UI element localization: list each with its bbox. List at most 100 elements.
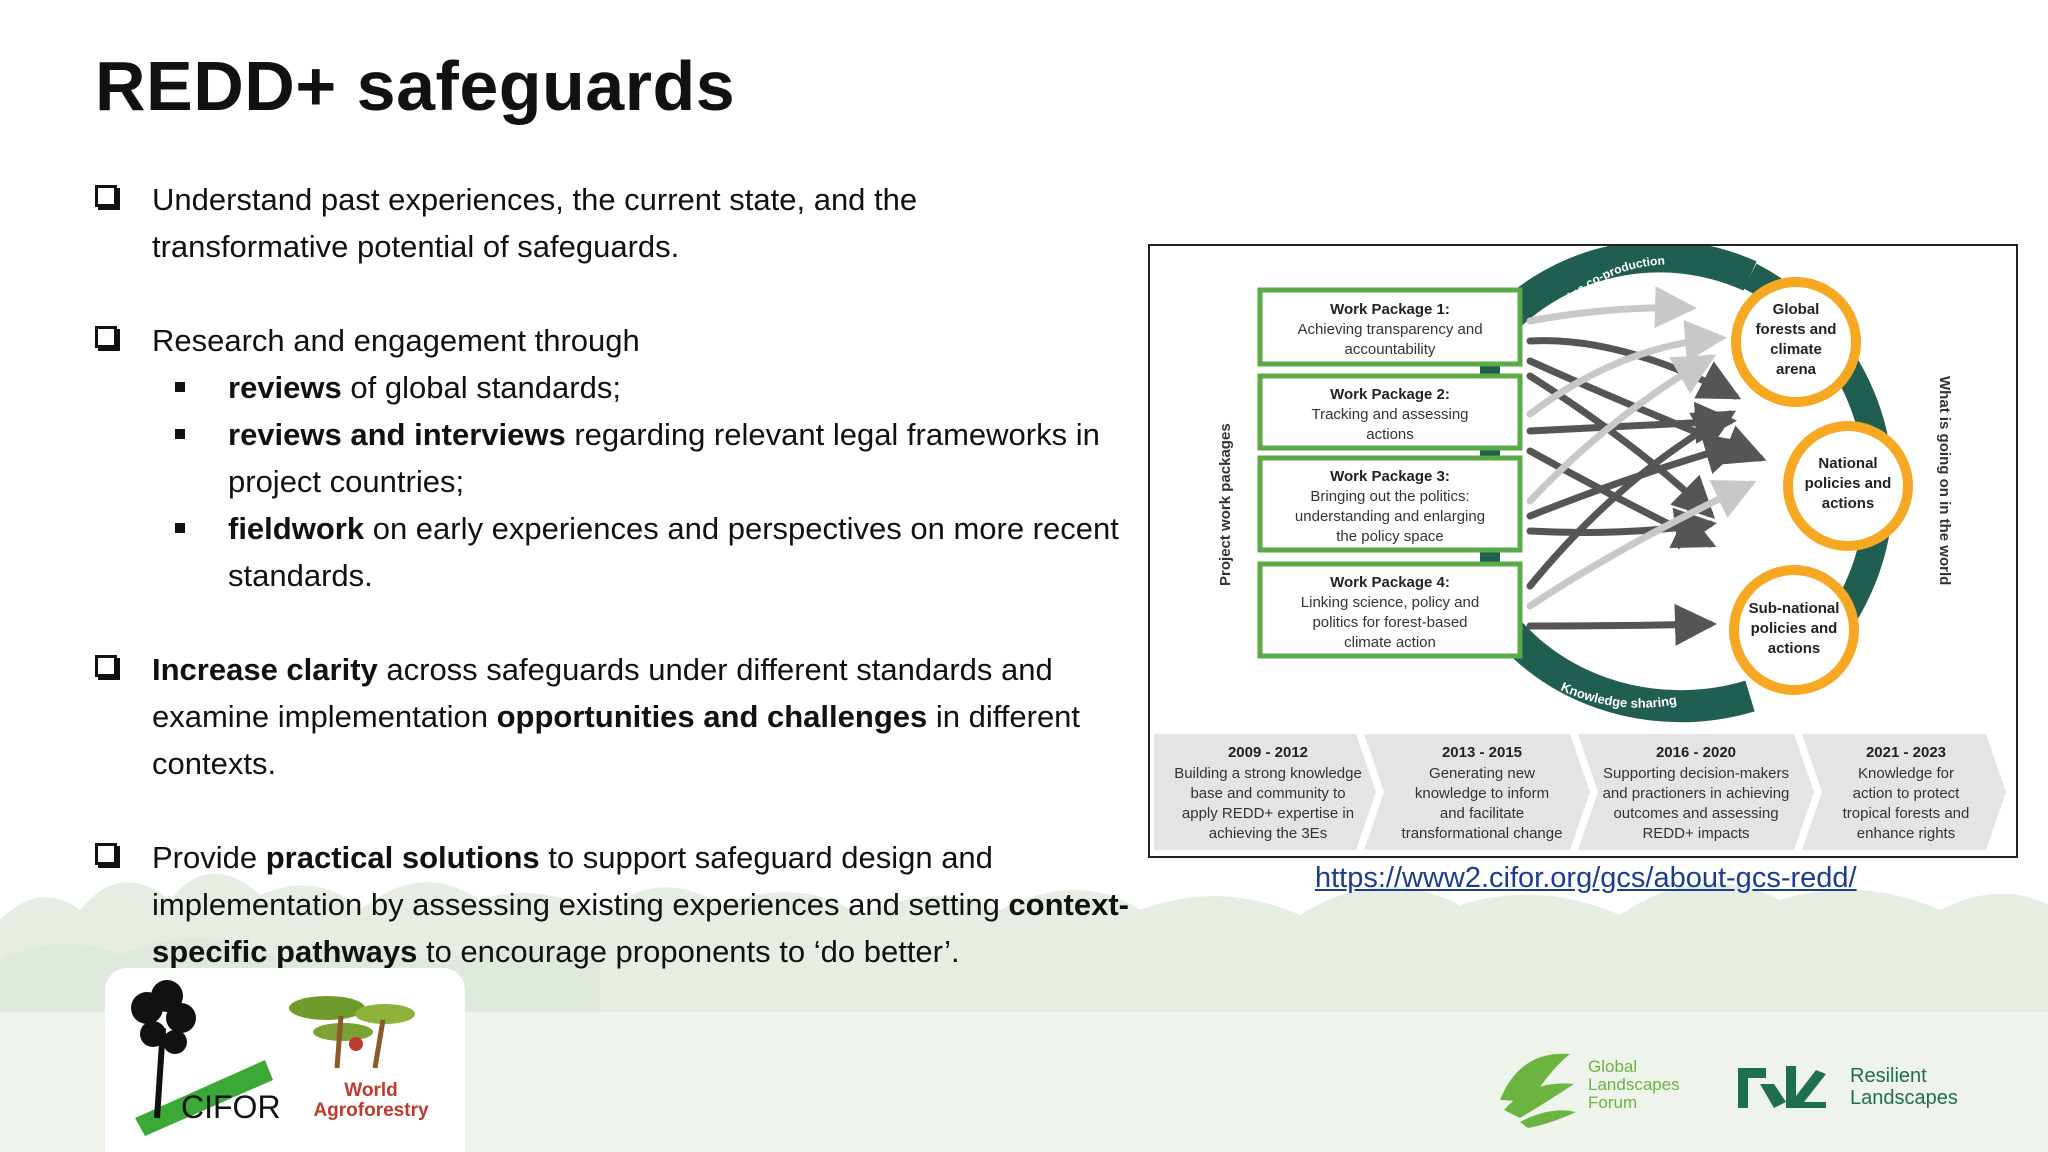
sub-bullet-reviews: reviews of global standards; xyxy=(95,364,1135,411)
timeline-line: REDD+ impacts xyxy=(1642,825,1749,842)
target-subnational: Sub-national policies and actions xyxy=(1729,565,1859,695)
sub-bullet-interviews: reviews and interviews regarding relevan… xyxy=(95,411,1135,505)
bullet-text: to support safeguard design and xyxy=(539,840,993,875)
bullet-clarity: Increase clarity across safeguards under… xyxy=(95,646,1135,787)
flow-arrows xyxy=(1526,286,1767,646)
target-line: arena xyxy=(1776,361,1817,378)
target-line: National xyxy=(1818,455,1877,472)
timeline: 2009 - 2012 Building a strong knowledge … xyxy=(1154,734,2006,850)
work-package-4: Work Package 4: Linking science, policy … xyxy=(1257,561,1523,659)
target-line: climate xyxy=(1770,341,1822,358)
wp-line: accountability xyxy=(1345,341,1436,358)
wa-line1: World xyxy=(344,1080,397,1101)
timeline-years: 2016 - 2020 xyxy=(1656,744,1736,761)
right-side-label: What is going on in the world xyxy=(1936,376,1953,585)
timeline-line: transformational change xyxy=(1402,825,1563,842)
wp-line: the policy space xyxy=(1336,528,1444,545)
wp-line: understanding and enlarging xyxy=(1295,508,1485,525)
wp-line: Bringing out the politics: xyxy=(1310,488,1469,505)
target-line: forests and xyxy=(1756,321,1837,338)
timeline-line: achieving the 3Es xyxy=(1209,825,1327,842)
wp-title: Work Package 4: xyxy=(1330,574,1450,591)
sub-bullet-fieldwork: fieldwork on early experiences and persp… xyxy=(95,505,1135,599)
rl-line1: Resilient xyxy=(1850,1065,1927,1087)
bullet-text: across safeguards under different standa… xyxy=(377,652,1053,687)
sub-text: standards. xyxy=(228,558,373,593)
work-package-2: Work Package 2: Tracking and assessing a… xyxy=(1257,373,1523,451)
bold-text: fieldwork xyxy=(228,511,365,546)
checkbox-bullet-icon xyxy=(95,843,117,865)
timeline-line: base and community to xyxy=(1190,785,1345,802)
bold-text: reviews xyxy=(228,370,342,405)
timeline-line: apply REDD+ expertise in xyxy=(1182,805,1354,822)
bullet-line: transformative potential of safeguards. xyxy=(152,229,680,264)
wa-line2: Agroforestry xyxy=(313,1100,429,1121)
timeline-line: knowledge to inform xyxy=(1415,785,1549,802)
timeline-line: Knowledge for xyxy=(1858,765,1954,782)
target-line: policies and xyxy=(1805,475,1892,492)
target-global: Global forests and climate arena xyxy=(1731,277,1861,407)
bullet-text: implementation by assessing existing exp… xyxy=(152,887,1009,922)
world-agroforestry-logo: World Agroforestry xyxy=(289,996,429,1121)
slide-title: REDD+ safeguards xyxy=(95,47,736,125)
bullet-solutions: Provide practical solutions to support s… xyxy=(95,834,1135,975)
footer-logos: Global Landscapes Forum Resilient Landsc… xyxy=(1490,1040,2010,1130)
work-package-3: Work Package 3: Bringing out the politic… xyxy=(1257,455,1523,553)
square-bullet-icon xyxy=(175,382,185,392)
cifor-wordmark: CIFOR xyxy=(181,1089,281,1125)
bold-text: specific pathways xyxy=(152,934,418,969)
bold-text: Increase clarity xyxy=(152,652,378,687)
wp-line: actions xyxy=(1366,426,1414,443)
timeline-line: Supporting decision-makers xyxy=(1603,765,1789,782)
rl-line2: Landscapes xyxy=(1850,1087,1958,1109)
timeline-line: action to protect xyxy=(1853,785,1961,802)
target-line: policies and xyxy=(1751,620,1838,637)
cifor-logo: CIFOR xyxy=(131,980,281,1136)
wp-line: Achieving transparency and xyxy=(1297,321,1482,338)
bullet-text: examine implementation xyxy=(152,699,497,734)
wp-line: Linking science, policy and xyxy=(1301,594,1479,611)
glf-line3: Forum xyxy=(1588,1093,1637,1112)
wp-line: politics for forest-based xyxy=(1312,614,1467,631)
sub-text: project countries; xyxy=(228,464,465,499)
bullet-understand: Understand past experiences, the current… xyxy=(95,176,1135,270)
sub-text: regarding relevant legal frameworks in xyxy=(565,417,1100,452)
source-link[interactable]: https://www2.cifor.org/gcs/about-gcs-red… xyxy=(1315,862,1857,894)
bullet-line: Research and engagement through xyxy=(152,323,640,358)
glf-line2: Landscapes xyxy=(1588,1075,1680,1094)
wp-line: climate action xyxy=(1344,634,1436,651)
square-bullet-icon xyxy=(175,429,185,439)
timeline-line: tropical forests and xyxy=(1843,805,1970,822)
checkbox-bullet-icon xyxy=(95,326,117,348)
checkbox-bullet-icon xyxy=(95,655,117,677)
timeline-years: 2009 - 2012 xyxy=(1228,744,1308,761)
bullet-text: contexts. xyxy=(152,746,277,781)
bullet-research: Research and engagement through xyxy=(95,317,1135,364)
timeline-years: 2021 - 2023 xyxy=(1866,744,1946,761)
bullet-text: in different xyxy=(927,699,1081,734)
work-package-1: Work Package 1: Achieving transparency a… xyxy=(1257,287,1523,367)
timeline-line: and facilitate xyxy=(1440,805,1524,822)
target-line: Sub-national xyxy=(1749,600,1840,617)
bullet-text: Provide xyxy=(152,840,266,875)
timeline-years: 2013 - 2015 xyxy=(1442,744,1522,761)
project-diagram: Knowledge co-production Knowledge sharin… xyxy=(1148,244,2018,858)
bold-text: practical solutions xyxy=(265,840,540,875)
timeline-line: Generating new xyxy=(1429,765,1535,782)
target-line: actions xyxy=(1822,495,1875,512)
sub-text: on early experiences and perspectives on… xyxy=(364,511,1119,546)
wp-title: Work Package 2: xyxy=(1330,386,1450,403)
partner-logos-card: CIFOR World Agroforestry xyxy=(105,968,465,1152)
bullet-list: Understand past experiences, the current… xyxy=(95,176,1135,975)
timeline-line: enhance rights xyxy=(1857,825,1955,842)
resilient-landscapes-logo: Resilient Landscapes xyxy=(1738,1065,1958,1109)
wp-title: Work Package 1: xyxy=(1330,301,1450,318)
wp-title: Work Package 3: xyxy=(1330,468,1450,485)
timeline-line: Building a strong knowledge xyxy=(1174,765,1362,782)
svg-text:What is going on in the world: What is going on in the world xyxy=(1936,376,1953,585)
checkbox-bullet-icon xyxy=(95,185,117,207)
timeline-line: outcomes and assessing xyxy=(1613,805,1778,822)
glf-logo: Global Landscapes Forum xyxy=(1500,1053,1680,1128)
target-line: Global xyxy=(1773,301,1820,318)
bold-text: opportunities and challenges xyxy=(496,699,928,734)
